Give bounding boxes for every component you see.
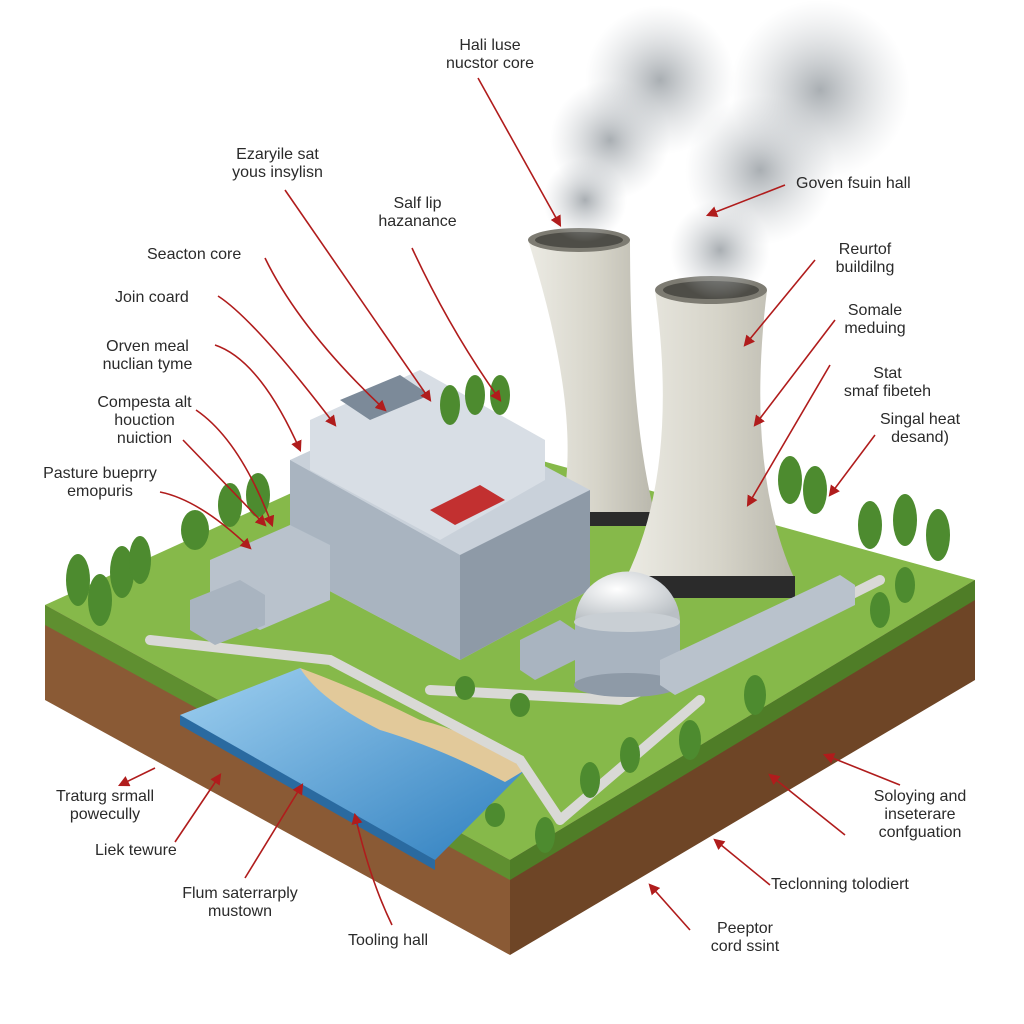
label-traturg: Traturg srmall powecully [35,788,175,824]
label-line: Hali luse [420,37,560,55]
label-orven-meal: Orven meal nuclian tyme [75,338,220,374]
label-line: meduing [825,320,925,338]
label-line: inseterare [850,806,990,824]
label-line: Seacton core [147,246,241,264]
arrow-soloying-2 [825,755,900,785]
label-line: Reurtof [815,241,915,259]
label-line: nucstor core [420,55,560,73]
arrow-seacton-core [265,258,385,410]
label-line: smaf fibeteh [820,383,955,401]
label-reurtof: Reurtof buildilng [815,241,915,277]
label-liek-tewure: Liek tewure [95,842,177,860]
label-line: Pasture bueprry [30,465,170,483]
label-peeptor: Peeptor cord ssint [690,920,800,956]
label-goven-fsuin: Goven fsuin hall [796,175,911,193]
label-line: Peeptor [690,920,800,938]
label-flum: Flum saterrarply mustown [160,885,320,921]
label-tooling-hall: Tooling hall [348,932,428,950]
label-line: mustown [160,903,320,921]
label-line: houction [72,412,217,430]
label-somale: Somale meduing [825,302,925,338]
label-reactor-core-top: Hali luse nucstor core [420,37,560,73]
label-line: Traturg srmall [35,788,175,806]
label-compesta: Compesta alt houction nuiction [72,394,217,448]
label-line: desand) [860,429,980,447]
label-join-coard: Join coard [115,289,189,307]
label-teclonning: Teclonning tolodiert [771,876,909,894]
label-line: yous insylisn [205,164,350,182]
label-singal-heat: Singal heat desand) [860,411,980,447]
label-stat: Stat smaf fibeteh [820,365,955,401]
label-pasture: Pasture bueprry emopuris [30,465,170,501]
arrow-peeptor [650,885,690,930]
label-line: Somale [825,302,925,320]
label-line: Ezaryile sat [205,146,350,164]
label-line: powecully [35,806,175,824]
label-line: Orven meal [75,338,220,356]
label-line: Singal heat [860,411,980,429]
label-seacton-core: Seacton core [147,246,241,264]
label-line: Liek tewure [95,842,177,860]
label-line: Salf lip [355,195,480,213]
label-line: Join coard [115,289,189,307]
label-line: Compesta alt [72,394,217,412]
label-line: Soloying and [850,788,990,806]
arrow-soloying-1 [770,775,845,835]
label-salf-lip: Salf lip hazanance [355,195,480,231]
label-line: nuiction [72,430,217,448]
label-line: Tooling hall [348,932,428,950]
label-line: Stat [820,365,955,383]
cooling-tower-icon [625,276,795,598]
label-exaryile: Ezaryile sat yous insylisn [205,146,350,182]
label-line: Teclonning tolodiert [771,876,909,894]
label-line: cord ssint [690,938,800,956]
arrow-teclonning [715,840,770,885]
label-line: Flum saterrarply [160,885,320,903]
label-line: buildilng [815,259,915,277]
arrow-liek-tewure [175,775,220,842]
label-line: hazanance [355,213,480,231]
arrow-orven-meal [215,345,300,450]
label-soloying: Soloying and inseterare confguation [850,788,990,842]
arrow-reactor-core-top [478,78,560,225]
label-line: confguation [850,824,990,842]
label-line: emopuris [30,483,170,501]
arrow-traturg [120,768,155,785]
label-line: Goven fsuin hall [796,175,911,193]
label-line: nuclian tyme [75,356,220,374]
